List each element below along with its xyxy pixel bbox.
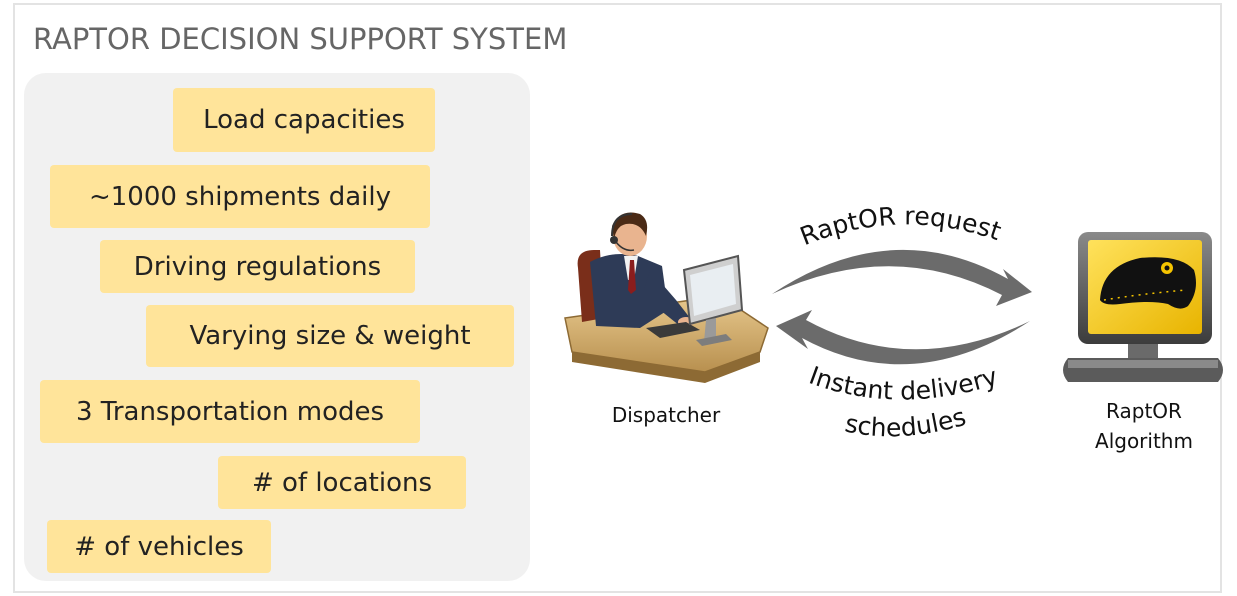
factor-tag: Varying size & weight <box>146 305 514 367</box>
request-arrow <box>772 249 1032 306</box>
dispatcher-label: Dispatcher <box>611 403 721 427</box>
factor-tag: Driving regulations <box>100 240 415 293</box>
response-label-line1: Instant delivery <box>805 361 1001 406</box>
request-label: RaptOR request <box>796 201 1005 251</box>
diagram-title: RAPTOR DECISION SUPPORT SYSTEM <box>33 22 568 56</box>
factor-tag: # of vehicles <box>47 520 271 573</box>
response-label-line2: schedules <box>843 402 969 442</box>
factor-tag: # of locations <box>218 456 466 509</box>
factor-tag: 3 Transportation modes <box>40 380 420 443</box>
algorithm-label-line2: Algorithm <box>1095 429 1193 453</box>
dispatcher-at-computer-icon <box>564 212 769 383</box>
dinosaur-monitor-icon <box>1063 232 1223 382</box>
algorithm-label-line1: RaptOR <box>1106 399 1182 423</box>
response-arrow <box>776 310 1030 365</box>
factor-tag: Load capacities <box>173 88 435 152</box>
factor-tag: ~1000 shipments daily <box>50 165 430 228</box>
